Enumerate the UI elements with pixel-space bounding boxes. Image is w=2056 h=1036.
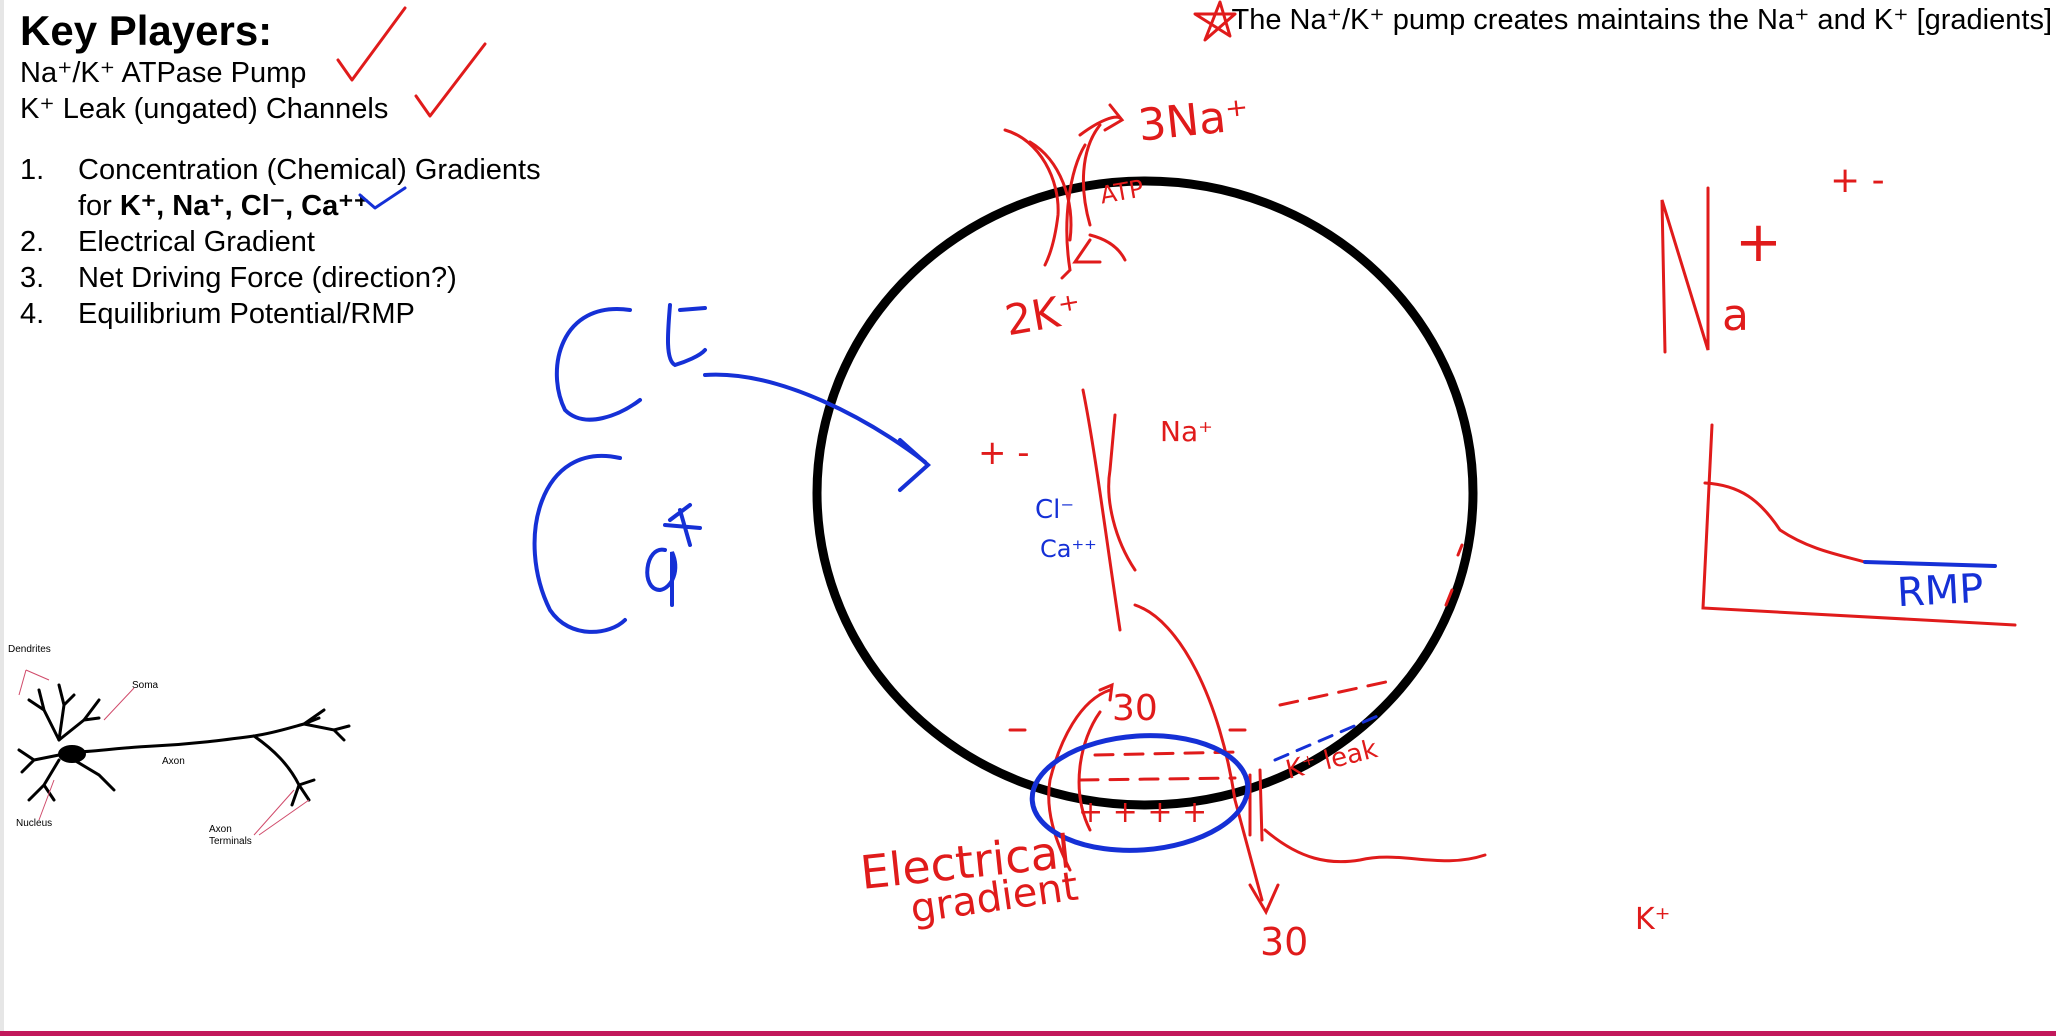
list-number: 4. bbox=[20, 298, 45, 330]
list-number: 1. bbox=[20, 154, 45, 186]
ions-list: K⁺, Na⁺, Cl⁻, Ca⁺⁺ bbox=[119, 190, 369, 222]
label-axon-terminals-line2: Terminals bbox=[209, 836, 252, 847]
check-icon bbox=[358, 186, 407, 210]
pump-note: The Na⁺/K⁺ pump creates maintains the Na… bbox=[1231, 4, 2052, 36]
label-plus-minus-corner: + - bbox=[1830, 160, 1885, 201]
cl-symbol bbox=[554, 303, 707, 422]
chloride-arrow bbox=[703, 372, 932, 492]
label-30-bottom: 30 bbox=[1260, 920, 1309, 964]
minus-charges bbox=[1078, 678, 1397, 782]
left-edge bbox=[0, 0, 4, 1036]
list-text: Electrical Gradient bbox=[78, 226, 315, 258]
neuron-diagram: Dendrites Soma Axon Nucleus Axon Termina… bbox=[4, 640, 374, 855]
na-k-pump bbox=[1003, 103, 1127, 280]
rmp-graph bbox=[1701, 423, 2017, 627]
cell-membrane bbox=[812, 176, 1478, 810]
label-ca-inside: Ca⁺⁺ bbox=[1040, 535, 1097, 563]
label-30-top: 30 bbox=[1112, 688, 1158, 729]
label-na-inside: Na⁺ bbox=[1160, 415, 1213, 448]
slide-title: Key Players: bbox=[20, 7, 273, 54]
label-k-bottom: K⁺ bbox=[1635, 902, 1671, 937]
label-nucleus: Nucleus bbox=[16, 818, 53, 829]
list-text: Net Driving Force (direction?) bbox=[78, 262, 457, 294]
list-number: 2. bbox=[20, 226, 45, 258]
label-cl-inside: Cl⁻ bbox=[1035, 495, 1075, 525]
big-na-plus: + bbox=[1735, 210, 1782, 275]
big-na-letter bbox=[1660, 186, 1710, 354]
big-na-a: a bbox=[1722, 290, 1749, 341]
k-leak-channel bbox=[1008, 682, 1487, 872]
list-item: 3. Net Driving Force (direction?) bbox=[20, 260, 541, 296]
label-axon-terminals: Axon bbox=[209, 824, 232, 835]
list-number: 3. bbox=[20, 262, 45, 294]
check-icon bbox=[336, 6, 407, 82]
neuron-drawing bbox=[17, 669, 351, 836]
label-plus-minus-inside: + - bbox=[978, 433, 1030, 473]
rmp-line bbox=[1863, 560, 1997, 568]
label-soma: Soma bbox=[132, 680, 159, 691]
star-icon bbox=[1193, 0, 1237, 42]
list-item: 2. Electrical Gradient bbox=[20, 224, 541, 260]
plus-charges: + + + + bbox=[1078, 795, 1208, 830]
label-rmp: RMP bbox=[1895, 565, 1985, 617]
label-dendrites: Dendrites bbox=[8, 644, 51, 655]
list-text: Concentration (Chemical) Gradients bbox=[78, 154, 541, 186]
blue-dashes bbox=[1273, 713, 1382, 762]
label-axon: Axon bbox=[162, 756, 185, 767]
list-item: 1. Concentration (Chemical) Gradients fo… bbox=[20, 152, 541, 224]
bottom-bar bbox=[0, 1031, 2056, 1036]
channel-sketch bbox=[1081, 388, 1464, 916]
list-item: 4. Equilibrium Potential/RMP bbox=[20, 296, 541, 332]
key-player-pump: Na⁺/K⁺ ATPase Pump bbox=[20, 57, 307, 89]
check-icon bbox=[414, 42, 487, 118]
list-text-line2: for bbox=[78, 190, 120, 222]
list-text: Equilibrium Potential/RMP bbox=[78, 298, 415, 330]
ca-symbol bbox=[532, 454, 702, 634]
concept-list: 1. Concentration (Chemical) Gradients fo… bbox=[20, 152, 541, 332]
highlight-ellipse bbox=[1029, 733, 1251, 853]
key-player-leak: K⁺ Leak (ungated) Channels bbox=[20, 93, 389, 125]
